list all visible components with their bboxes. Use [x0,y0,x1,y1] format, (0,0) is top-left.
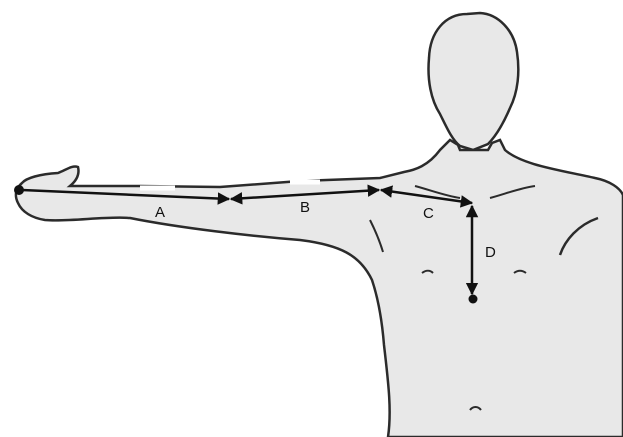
label-b: B [300,199,310,216]
human-figure [16,13,623,437]
head-outline [428,13,518,150]
torso-arm-outline [16,140,623,437]
label-c: C [423,205,434,222]
sternum-point [469,295,478,304]
label-a: A [155,204,165,221]
label-d: D [485,244,496,261]
